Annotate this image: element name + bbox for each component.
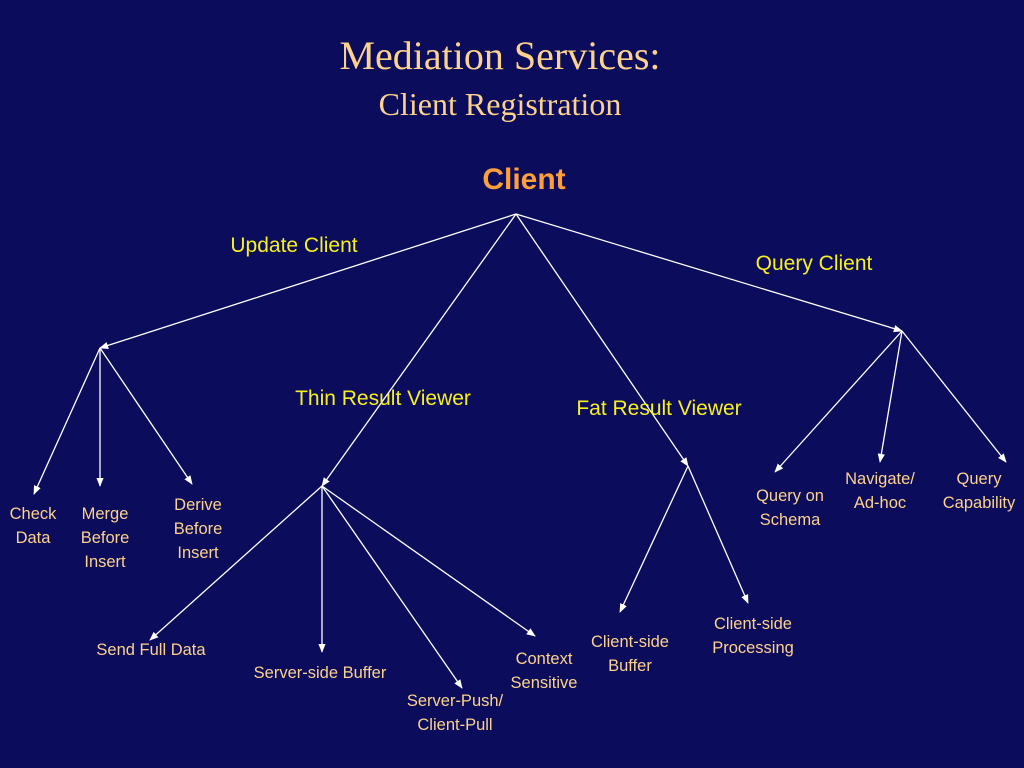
leaf-send-full-data: Send Full Data	[96, 641, 206, 659]
edge-fat-buffer	[619, 465, 689, 613]
edge-thin-send	[149, 485, 323, 641]
leaf-merge-before-insert: Merge Before Insert	[80, 505, 130, 571]
edge-client-thin	[321, 213, 517, 487]
node-client: Client	[482, 163, 566, 196]
edge-client-update	[99, 213, 517, 349]
edge-query-capability	[901, 330, 1007, 463]
edge-query-schema	[774, 330, 903, 473]
leaf-context-sensitive: Context Sensitive	[510, 650, 578, 692]
node-thin-result-viewer: Thin Result Viewer	[295, 387, 471, 410]
leaf-query-on-schema: Query on Schema	[756, 487, 824, 529]
leaf-server-push-client-pull: Server-Push/ Client-Pull	[406, 692, 504, 734]
edge-fat-processing	[687, 465, 749, 604]
leaf-check-data: Check Data	[9, 505, 57, 547]
edge-client-query	[515, 213, 903, 333]
edge-query-navigate	[877, 330, 903, 463]
node-fat-result-viewer: Fat Result Viewer	[576, 397, 742, 420]
slide-subtitle: Client Registration	[378, 86, 622, 122]
leaf-derive-before-insert: Derive Before Insert	[173, 496, 223, 562]
node-query-client: Query Client	[755, 252, 873, 275]
leaf-client-side-buffer: Client-side Buffer	[591, 633, 669, 675]
slide-title: Mediation Services:	[339, 33, 661, 78]
leaf-client-side-processing: Client-side Processing	[712, 615, 794, 657]
node-update-client: Update Client	[230, 234, 358, 257]
leaf-query-capability: Query Capability	[942, 470, 1016, 512]
leaf-server-side-buffer: Server-side Buffer	[253, 664, 387, 682]
edge-client-fat	[515, 213, 689, 467]
edge-thin-context	[321, 485, 536, 637]
edge-thin-push	[321, 485, 463, 689]
leaf-navigate-ad-hoc: Navigate/ Ad-hoc	[845, 470, 915, 512]
edge-update-check	[33, 347, 101, 495]
edge-update-derive	[99, 347, 193, 485]
